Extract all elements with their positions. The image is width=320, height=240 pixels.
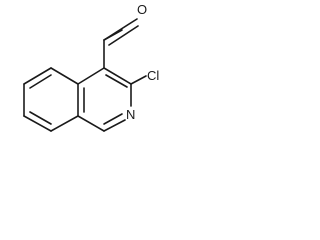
- bond-c5-c6-inner: [29, 74, 52, 89]
- bond-c4-c3-inner: [105, 74, 128, 88]
- oxygen-atom-label: O: [137, 2, 147, 17]
- chemical-structure-diagram: O Cl N: [23, 2, 159, 132]
- bond-c8-c8a: [50, 115, 79, 132]
- bond-c5-c6: [23, 67, 52, 85]
- nitrogen-atom-label: N: [126, 107, 135, 122]
- bond-c4a-c4: [77, 67, 105, 85]
- bond-c4-c3: [103, 67, 132, 85]
- chlorine-atom-label: Cl: [147, 68, 159, 83]
- bond-n-c1-inner: [103, 113, 123, 125]
- bond-c3-cl: [130, 75, 147, 85]
- bond-c7-c8: [23, 115, 52, 132]
- bond-carbonyl-single: [103, 18, 138, 41]
- bond-c7-c8-inner: [29, 111, 52, 125]
- bond-carbonyl-double: [108, 25, 139, 46]
- bond-n-c1: [103, 119, 126, 132]
- bond-c1-c8a: [77, 115, 105, 132]
- bond-c4a-c5: [50, 67, 79, 85]
